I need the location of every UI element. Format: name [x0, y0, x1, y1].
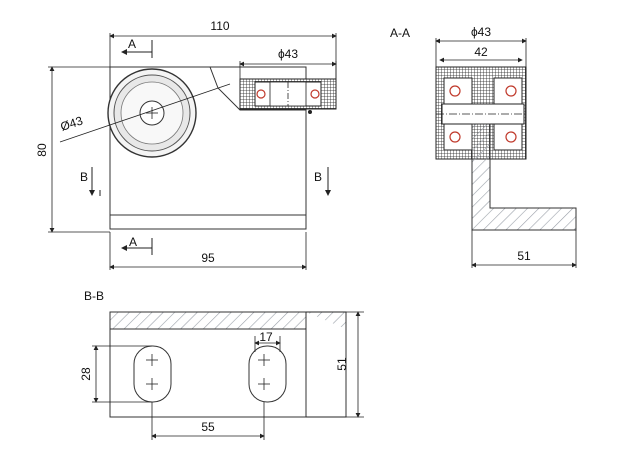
wheel — [107, 68, 197, 158]
aa-dim-diameter: ϕ43 — [471, 25, 491, 39]
bb-slot-left — [133, 345, 172, 403]
aa-dim-42: 42 — [474, 45, 488, 59]
section-aa-view: A-A ϕ43 42 51 — [390, 25, 577, 268]
dim-wheel-diameter: Ø43 — [59, 113, 85, 133]
bb-dim-51: 51 — [335, 357, 349, 371]
dim-80: 80 — [35, 143, 49, 157]
section-mark-a-top: A — [128, 37, 136, 51]
bb-slot-right — [248, 345, 287, 403]
section-bb-title: B-B — [84, 289, 104, 303]
bearing-top — [239, 78, 337, 114]
dim-95: 95 — [201, 251, 215, 265]
bb-hatched-top — [109, 311, 307, 330]
bb-dim-55: 55 — [201, 420, 215, 434]
section-mark-b-right: B — [314, 170, 322, 184]
bb-dim-28: 28 — [79, 367, 93, 381]
section-mark-a-bottom: A — [129, 235, 137, 249]
aa-dim-51: 51 — [517, 249, 531, 263]
front-view: 110 ϕ43 A A 80 Ø43 B B 95 — [35, 19, 337, 270]
section-bb-view: B-B 28 17 55 51 — [79, 289, 364, 440]
section-mark-b-left: B — [80, 170, 88, 184]
bb-dim-17: 17 — [259, 330, 273, 344]
dim-bearing-diameter: ϕ43 — [278, 47, 298, 61]
dim-110: 110 — [210, 19, 229, 33]
section-aa-title: A-A — [390, 26, 410, 40]
